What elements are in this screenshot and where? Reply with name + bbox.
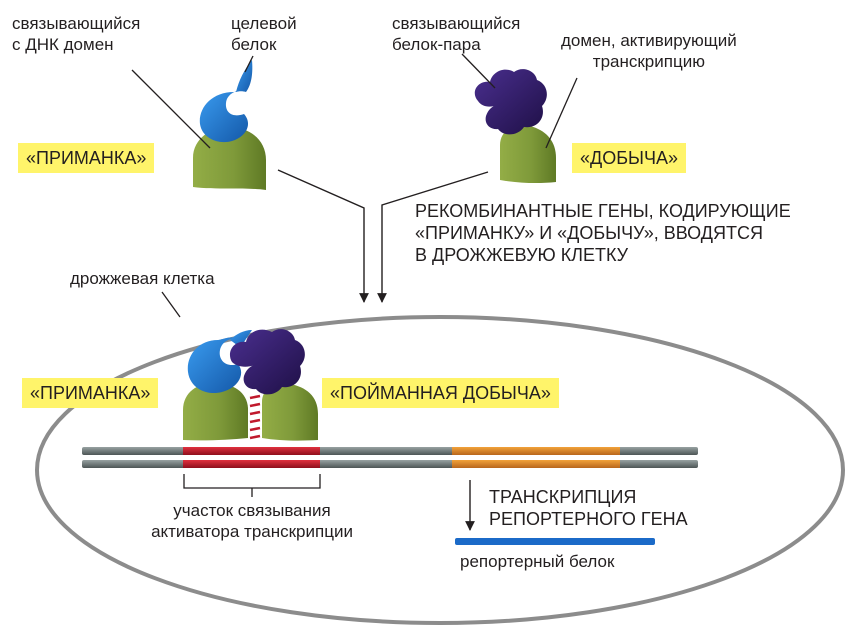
- tag-bait: «ПРИМАНКА»: [18, 143, 154, 173]
- arrow-bait-into-cell: [278, 170, 364, 302]
- pointer-yeast-cell: [162, 292, 180, 317]
- label-partner-protein-line2: белок-пара: [392, 34, 520, 55]
- pointer-activation-domain: [546, 78, 577, 148]
- tag-caught-prey: «ПОЙМАННАЯ ДОБЫЧА»: [322, 378, 559, 408]
- reporter-gene-top: [452, 447, 620, 455]
- linker-stripes: [250, 396, 260, 438]
- bait-target-protein-tail: [236, 60, 252, 92]
- complex-target-protein: [188, 337, 241, 393]
- label-recombinant-genes-line2: «ПРИМАНКУ» И «ДОБЫЧУ», ВВОДЯТСЯ: [415, 222, 791, 244]
- label-binding-site-line2: активатора транскрипции: [127, 521, 377, 542]
- label-dna-binding-domain-line1: связывающийся: [12, 13, 140, 34]
- label-reporter-transcription-line1: ТРАНСКРИПЦИЯ: [489, 486, 688, 508]
- binding-site-bottom: [183, 460, 320, 468]
- label-recombinant-genes: РЕКОМБИНАНТНЫЕ ГЕНЫ, КОДИРУЮЩИЕ «ПРИМАНК…: [415, 200, 791, 266]
- label-reporter-transcription: ТРАНСКРИПЦИЯ РЕПОРТЕРНОГО ГЕНА: [489, 486, 688, 530]
- tag-prey: «ДОБЫЧА»: [572, 143, 686, 173]
- dna-double-strand: [82, 447, 698, 468]
- tag-bait-in-cell: «ПРИМАНКА»: [22, 378, 158, 408]
- bait-prey-complex: [183, 329, 318, 440]
- label-recombinant-genes-line3: В ДРОЖЖЕВУЮ КЛЕТКУ: [415, 244, 791, 266]
- label-yeast-cell: дрожжевая клетка: [70, 268, 215, 289]
- label-target-protein-line1: целевой: [231, 13, 297, 34]
- label-binding-site: участок связывания активатора транскрипц…: [127, 500, 377, 542]
- pointer-dna-binding-domain: [132, 70, 210, 148]
- label-partner-protein: связывающийся белок-пара: [392, 13, 520, 55]
- bait-target-protein: [200, 90, 248, 142]
- binding-site-top: [183, 447, 320, 455]
- label-activation-domain-line2: транскрипцию: [561, 51, 737, 72]
- label-partner-protein-line1: связывающийся: [392, 13, 520, 34]
- reporter-protein-bar: [455, 538, 655, 545]
- label-reporter-protein: репортерный белок: [460, 551, 614, 572]
- yeast-cell-outline: [37, 317, 843, 623]
- label-dna-binding-domain: связывающийся с ДНК домен: [12, 13, 140, 55]
- label-binding-site-line1: участок связывания: [127, 500, 377, 521]
- label-reporter-transcription-line2: РЕПОРТЕРНОГО ГЕНА: [489, 508, 688, 530]
- reporter-gene-bottom: [452, 460, 620, 468]
- label-dna-binding-domain-line2: с ДНК домен: [12, 34, 140, 55]
- prey-protein: [475, 69, 556, 183]
- label-activation-domain-line1: домен, активирующий: [561, 30, 737, 51]
- label-activation-domain: домен, активирующий транскрипцию: [561, 30, 737, 72]
- binding-site-bracket: [184, 474, 320, 497]
- label-target-protein-line2: белок: [231, 34, 297, 55]
- bait-protein: [193, 60, 266, 190]
- label-target-protein: целевой белок: [231, 13, 297, 55]
- pointer-partner-protein: [462, 54, 495, 88]
- label-recombinant-genes-line1: РЕКОМБИНАНТНЫЕ ГЕНЫ, КОДИРУЮЩИЕ: [415, 200, 791, 222]
